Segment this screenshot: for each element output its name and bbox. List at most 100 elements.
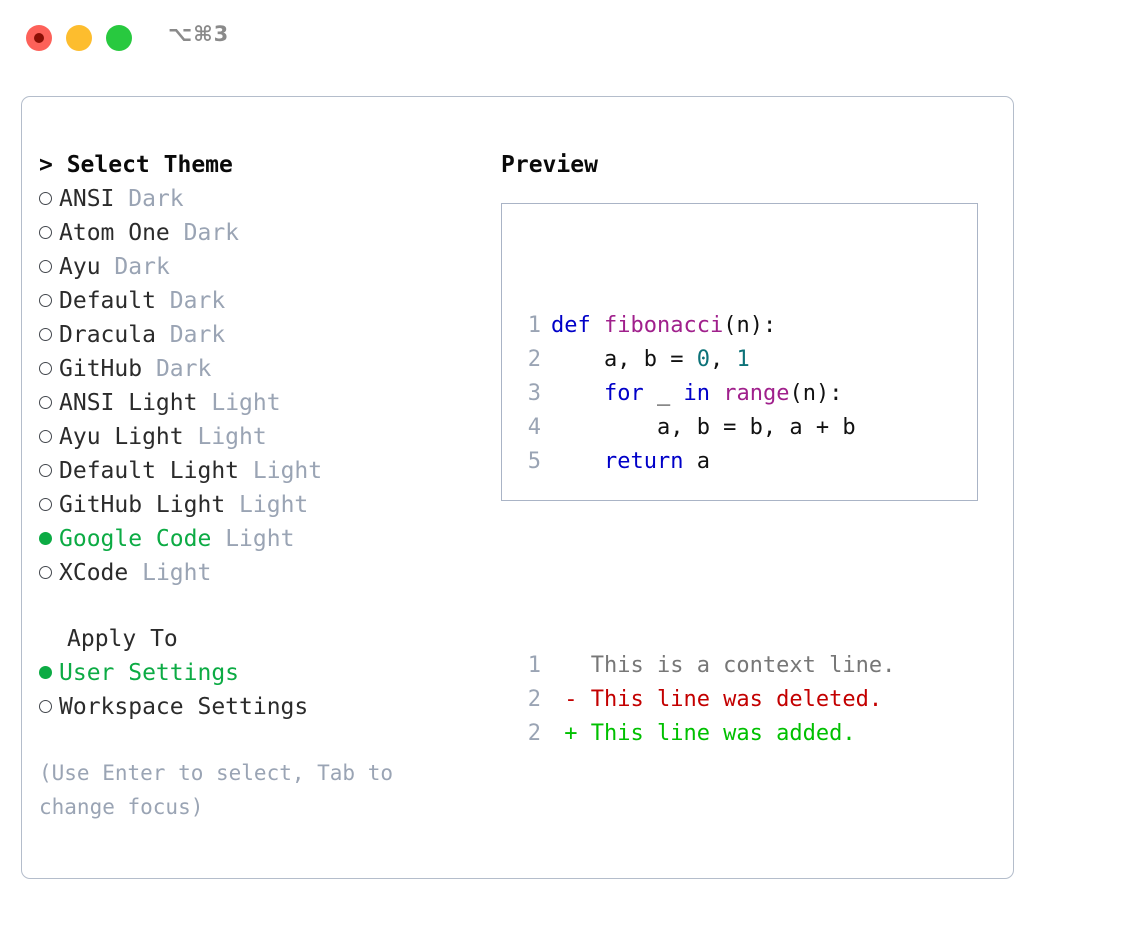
- apply-to-header: Apply To: [67, 626, 178, 652]
- code-token-pl: [551, 381, 604, 406]
- theme-option-label: Default Light: [59, 458, 240, 484]
- maximize-button[interactable]: [106, 25, 132, 51]
- radio-unselected-icon: [39, 284, 59, 318]
- theme-option-kind: Dark: [169, 322, 226, 348]
- code-token-kw: in: [683, 381, 710, 406]
- close-button[interactable]: [26, 25, 52, 51]
- theme-option-kind: Light: [225, 526, 295, 552]
- code-token-add: + This line was added.: [551, 721, 856, 746]
- theme-option-kind: Light: [252, 458, 323, 484]
- radio-selected-icon: [39, 522, 59, 556]
- theme-option-label: GitHub Light: [59, 492, 226, 518]
- code-token-kw: def: [551, 313, 604, 338]
- radio-unselected-icon: [39, 556, 59, 590]
- line-number: 3: [527, 381, 541, 406]
- radio-glyph: [39, 362, 52, 375]
- radio-unselected-icon: [39, 420, 59, 454]
- preview-header: Preview: [501, 152, 598, 178]
- theme-option-label: GitHub: [59, 356, 143, 382]
- radio-unselected-icon: [39, 216, 59, 250]
- radio-unselected-icon: [39, 454, 59, 488]
- code-token-pl: (n):: [723, 313, 777, 338]
- code-token-num: 0: [696, 347, 710, 372]
- line-number: 5: [527, 449, 541, 474]
- theme-option-kind: Light: [211, 390, 281, 416]
- line-number: 4: [527, 415, 541, 440]
- code-token-ctx: This is a context line.: [551, 653, 896, 678]
- code-token-pl: ,: [709, 347, 737, 372]
- code-token-pl: a, b = b, a + b: [551, 415, 856, 440]
- radio-unselected-icon: [39, 182, 59, 216]
- theme-option-kind: Dark: [155, 356, 212, 382]
- theme-option-kind: Light: [142, 560, 212, 586]
- code-token-pl: _: [643, 381, 684, 406]
- code-token-fn: fibonacci: [603, 313, 724, 338]
- diff-block: 1 This is a context line.2 - This line w…: [515, 649, 896, 751]
- theme-option-google-code[interactable]: Google Code Light: [39, 522, 479, 556]
- theme-option-xcode[interactable]: XCode Light: [39, 556, 479, 590]
- theme-option-ansi-light[interactable]: ANSI Light Light: [39, 386, 479, 420]
- code-line: 2 a, b = 0, 1: [515, 343, 895, 377]
- code-line: 3 for _ in range(n):: [515, 377, 895, 411]
- line-number: 2: [527, 347, 541, 372]
- theme-option-label: Default: [59, 288, 156, 314]
- radio-glyph: [39, 396, 52, 409]
- code-line: 5 return a: [515, 445, 895, 479]
- radio-glyph: [39, 666, 52, 679]
- theme-option-label: Atom One: [59, 220, 170, 246]
- theme-option-default-light[interactable]: Default Light Light: [39, 454, 479, 488]
- radio-glyph: [39, 226, 52, 239]
- radio-glyph: [39, 192, 52, 205]
- radio-glyph: [39, 700, 52, 713]
- theme-option-default[interactable]: Default Dark: [39, 284, 479, 318]
- radio-glyph: [39, 566, 52, 579]
- code-token-del: - This line was deleted.: [551, 687, 883, 712]
- theme-option-github[interactable]: GitHub Dark: [39, 352, 479, 386]
- theme-option-ayu-light[interactable]: Ayu Light Light: [39, 420, 479, 454]
- code-line: 4 a, b = b, a + b: [515, 411, 895, 445]
- theme-option-label: Ayu: [59, 254, 101, 280]
- apply-to-option-workspace-settings[interactable]: Workspace Settings: [39, 690, 479, 724]
- minimize-button[interactable]: [66, 25, 92, 51]
- radio-unselected-icon: [39, 318, 59, 352]
- radio-unselected-icon: [39, 250, 59, 284]
- theme-option-kind: Dark: [183, 220, 240, 246]
- radio-glyph: [39, 430, 52, 443]
- code-token-kw: for: [603, 381, 644, 406]
- theme-option-kind: Dark: [128, 186, 184, 212]
- apply-to-option-user-settings[interactable]: User Settings: [39, 656, 479, 690]
- code-token-pl: (n):: [789, 381, 843, 406]
- radio-glyph: [39, 532, 52, 545]
- code-token-fn: range: [723, 381, 790, 406]
- theme-option-kind: Dark: [114, 254, 170, 280]
- keyboard-hint-text: (Use Enter to select, Tab to change focu…: [39, 761, 394, 819]
- theme-option-atom-one[interactable]: Atom One Dark: [39, 216, 479, 250]
- radio-glyph: [39, 294, 52, 307]
- radio-unselected-icon: [39, 690, 59, 724]
- theme-option-dracula[interactable]: Dracula Dark: [39, 318, 479, 352]
- radio-glyph: [39, 464, 52, 477]
- line-number: 2: [527, 721, 541, 746]
- code-token-pl: a, b =: [551, 347, 697, 372]
- code-token-num: 1: [736, 347, 750, 372]
- theme-option-kind: Light: [239, 492, 309, 518]
- diff-line: 1 This is a context line.: [515, 649, 896, 683]
- radio-unselected-icon: [39, 488, 59, 522]
- theme-option-ayu[interactable]: Ayu Dark: [39, 250, 479, 284]
- theme-option-kind: Light: [197, 424, 267, 450]
- diff-line: 2 - This line was deleted.: [515, 683, 895, 717]
- theme-option-ansi[interactable]: ANSI Dark: [39, 182, 479, 216]
- theme-option-label: XCode: [59, 560, 129, 586]
- theme-option-kind: Dark: [169, 288, 226, 314]
- theme-option-github-light[interactable]: GitHub Light Light: [39, 488, 479, 522]
- radio-glyph: [39, 498, 52, 511]
